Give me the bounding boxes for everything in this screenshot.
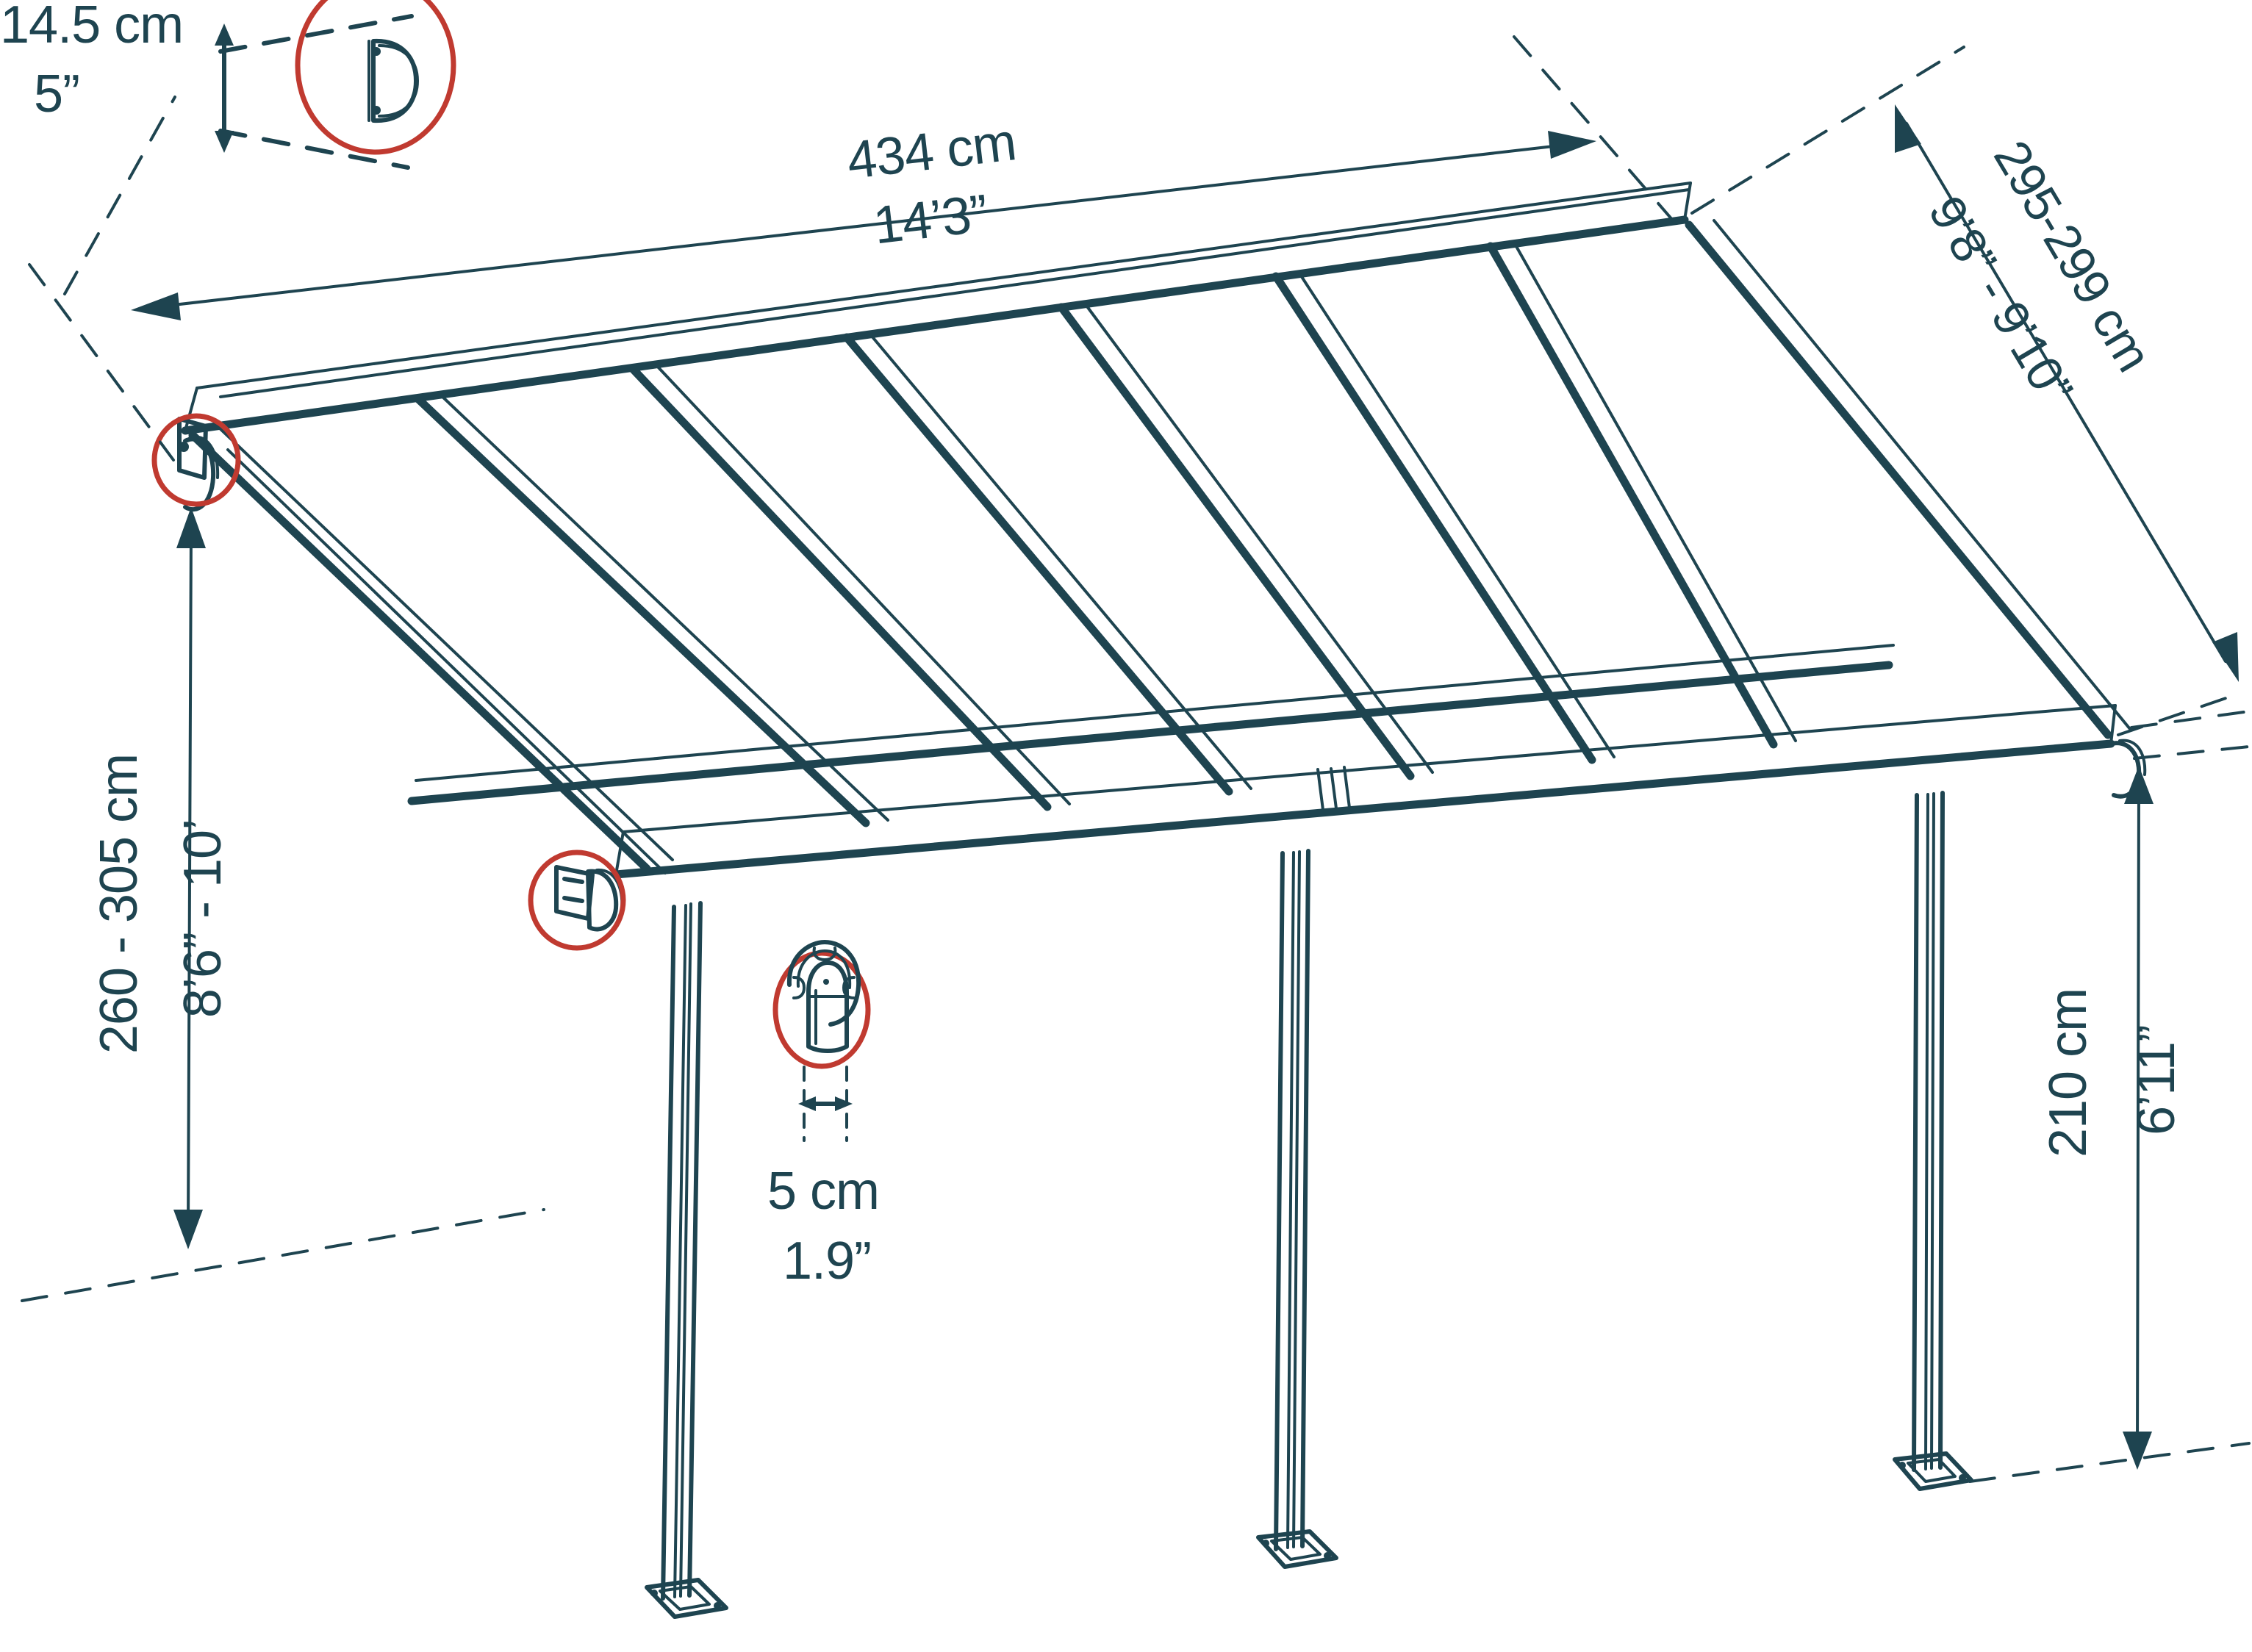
post-base-plate xyxy=(1893,1451,1973,1491)
front-gutter-beam xyxy=(612,704,2117,879)
width-metric-label: 434 cm xyxy=(844,112,1019,190)
proj-ext-line-top xyxy=(1690,46,1965,215)
wall-height-metric-label: 260 - 305 cm xyxy=(90,754,148,1054)
roof-left-edge-rafter xyxy=(188,425,674,875)
height-ext-line-bottom xyxy=(21,1208,545,1302)
roof-assembly xyxy=(177,182,2147,932)
eave-connector-detail-circle xyxy=(528,850,626,951)
support-posts xyxy=(645,791,1973,1619)
width-dim-line xyxy=(153,143,1574,309)
front-height-ext-top xyxy=(2133,745,2251,760)
height-ext-line-top xyxy=(28,263,175,462)
post-base-plate xyxy=(645,1578,728,1619)
post-right xyxy=(1893,791,1973,1491)
gutter-profile-glyph xyxy=(367,38,419,123)
front-height-ext-bottom xyxy=(1968,1442,2251,1483)
proj-dim-line xyxy=(1905,122,2227,663)
post-connector-detail-circle xyxy=(772,950,871,1069)
wall-mount-bracket xyxy=(177,417,220,512)
roof-back-rail xyxy=(181,182,1692,435)
post-diameter-imperial-label: 1.9” xyxy=(783,1232,871,1290)
leader-line-bottom xyxy=(218,129,410,170)
projection-dimension xyxy=(1690,46,2245,736)
front-height-ext-top2 xyxy=(2130,710,2251,729)
width-dimension xyxy=(63,35,1685,320)
post-middle xyxy=(1256,849,1338,1569)
width-ext-line-right xyxy=(1513,35,1685,234)
roof-rafters xyxy=(413,241,1797,827)
wall-bracket-detail-circle xyxy=(151,413,241,507)
roof-right-edge-rafter xyxy=(1685,219,2131,739)
wall-height-imperial-label: 8’6” - 10’ xyxy=(173,819,232,1018)
gutter-detail-circle xyxy=(295,0,456,155)
front-height-dimension xyxy=(1968,710,2251,1483)
leader-line-top xyxy=(218,14,414,54)
post-left xyxy=(645,901,728,1619)
gutter-profile-detail xyxy=(215,0,456,170)
width-imperial-label: 14’3” xyxy=(870,184,990,255)
eave-end-cap xyxy=(554,865,624,932)
roof-cross-beam xyxy=(407,644,1895,805)
front-height-dim-line xyxy=(2136,785,2140,1451)
gutter-height-metric-label: 14.5 cm xyxy=(0,0,183,54)
front-height-metric-label: 210 cm xyxy=(2039,988,2098,1157)
wall-height-dimension xyxy=(21,263,545,1302)
gutter-height-imperial-label: 5” xyxy=(34,65,79,123)
height-dim-line xyxy=(187,528,193,1230)
post-diameter-metric-label: 5 cm xyxy=(767,1162,879,1221)
post-connector-glyph xyxy=(786,940,861,1053)
post-base-plate xyxy=(1256,1529,1338,1569)
post-diameter-dimension xyxy=(798,1066,853,1142)
gutter-height-dim-arrow xyxy=(215,24,234,153)
roof-panel-surface xyxy=(184,220,2109,856)
width-ext-line-left xyxy=(63,96,176,295)
front-height-imperial-label: 6’11” xyxy=(2127,1025,2186,1135)
